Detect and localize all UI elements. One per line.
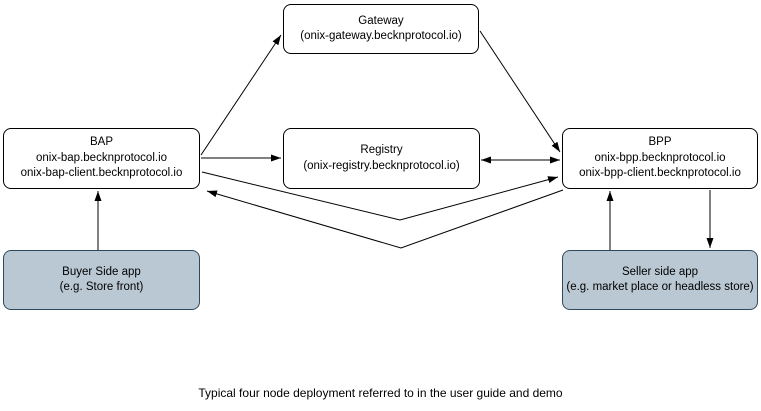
edge-bpp-to-bap (206, 189, 564, 249)
node-seller-side-app: Seller side app (e.g. market place or he… (562, 250, 758, 310)
node-subtitle: (e.g. Store front) (59, 281, 144, 293)
node-domain-line: onix-bap.becknprotocol.io (35, 151, 168, 164)
edge-gateway-to-bpp (479, 30, 561, 153)
node-title: BPP (648, 136, 672, 149)
node-registry: Registry (onix-registry.becknprotocol.io… (283, 128, 480, 189)
node-buyer-side-app: Buyer Side app (e.g. Store front) (3, 250, 200, 310)
node-subtitle: (e.g. market place or headless store) (566, 281, 754, 293)
diagram-caption: Typical four node deployment referred to… (198, 386, 563, 400)
node-bap: BAP onix-bap.becknprotocol.io onix-bap-c… (3, 128, 200, 189)
node-gateway: Gateway (onix-gateway.becknprotocol.io) (283, 4, 479, 54)
node-domain-line: (onix-gateway.becknprotocol.io) (300, 30, 462, 42)
node-domain-line: onix-bap-client.becknprotocol.io (20, 167, 183, 180)
node-domain-line: onix-bpp-client.becknprotocol.io (579, 167, 741, 180)
node-title: Buyer Side app (62, 265, 141, 278)
node-domain-line: onix-bpp.becknprotocol.io (594, 151, 726, 164)
edge-bap-to-gateway (200, 34, 282, 156)
node-title: BAP (89, 136, 113, 149)
node-title: Seller side app (621, 265, 699, 278)
node-domain-line: (onix-registry.becknprotocol.io) (303, 159, 460, 172)
node-bpp: BPP onix-bpp.becknprotocol.io onix-bpp-c… (562, 128, 758, 189)
node-title: Gateway (358, 14, 404, 27)
node-title: Registry (360, 144, 403, 156)
